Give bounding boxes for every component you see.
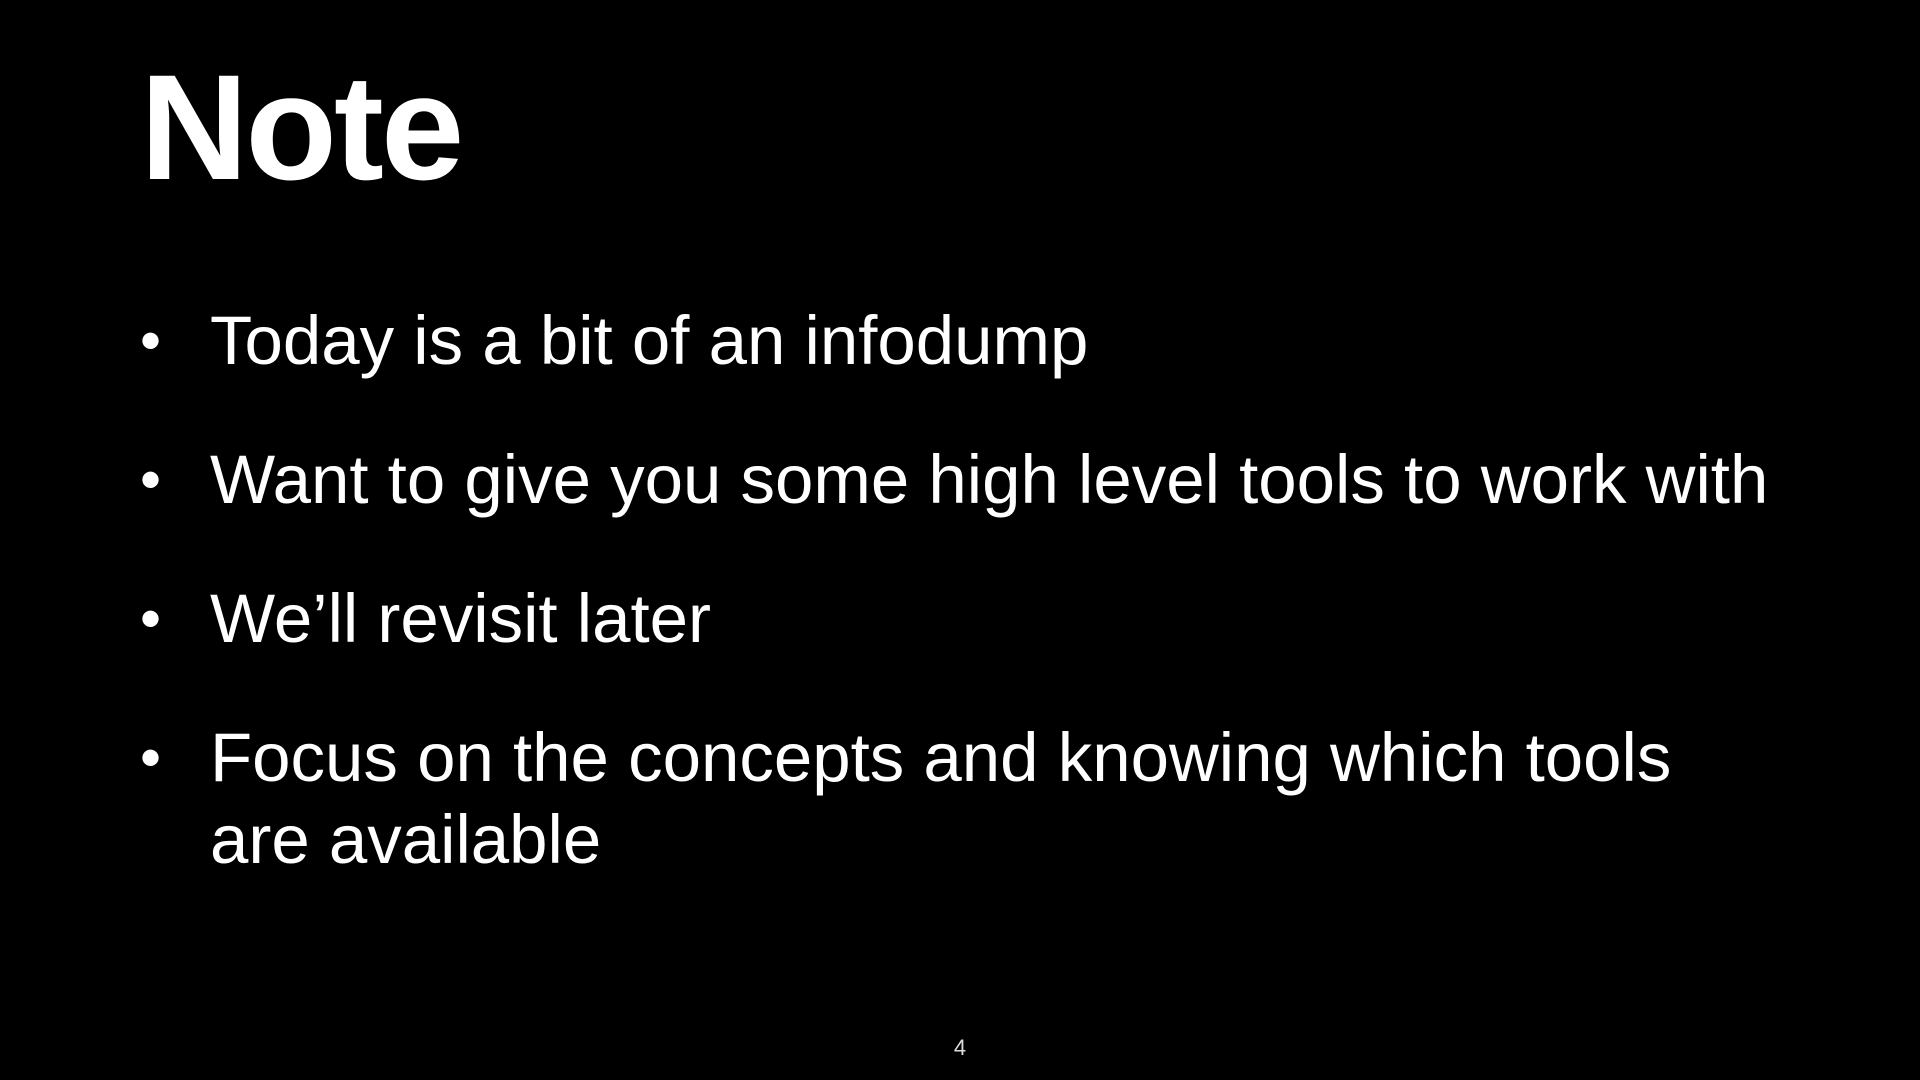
bullet-marker: • [140, 446, 162, 513]
bullet-marker: • [140, 307, 162, 374]
bullet-item: • Want to give you some high level tools… [140, 439, 1780, 521]
bullet-marker: • [140, 585, 162, 652]
bullet-item: • Today is a bit of an infodump [140, 300, 1780, 382]
slide-number: 4 [953, 1035, 967, 1060]
slide-title: Note [140, 43, 464, 211]
bullet-list: • Today is a bit of an infodump • Want t… [140, 300, 1780, 881]
bullet-text: Today is a bit of an infodump [210, 302, 1089, 379]
bullet-text: Want to give you some high level tools t… [210, 441, 1769, 518]
bullet-item: • We’ll revisit later [140, 578, 1780, 660]
bullet-item: • Focus on the concepts and knowing whic… [140, 717, 1780, 881]
bullet-marker: • [140, 724, 162, 791]
bullet-text: Focus on the concepts and knowing which … [210, 719, 1672, 878]
bullet-text: We’ll revisit later [210, 580, 711, 657]
